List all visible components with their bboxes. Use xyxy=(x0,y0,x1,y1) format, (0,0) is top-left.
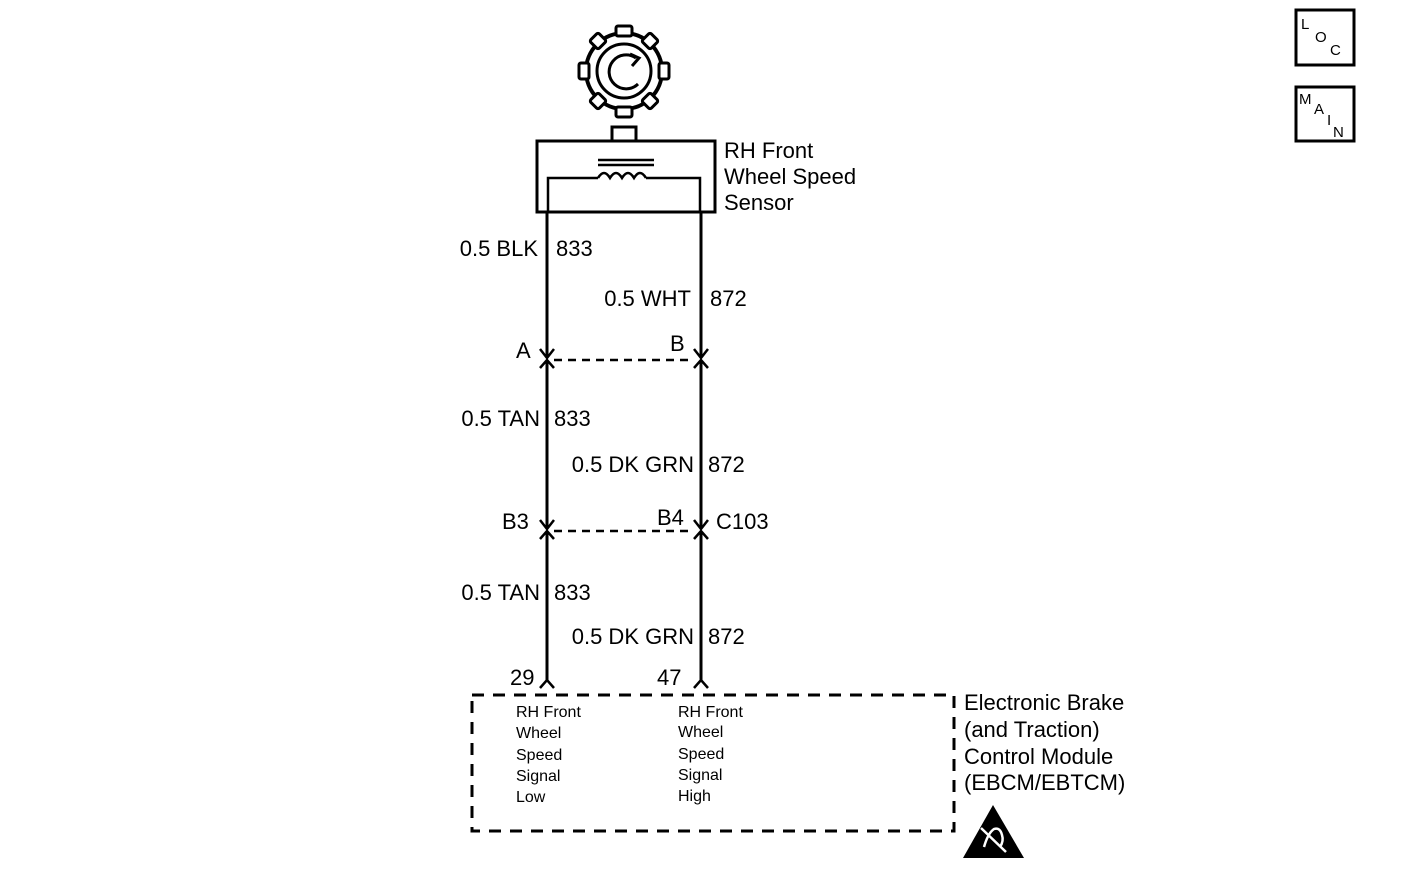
module-pin-terminals xyxy=(539,678,709,689)
ebcm-module-box xyxy=(470,693,956,833)
coil-icon xyxy=(546,158,702,212)
wire-circuit-872-b: 872 xyxy=(708,452,745,477)
loc-letter-c: C xyxy=(1330,42,1341,59)
wheel-speed-sensor xyxy=(535,125,717,214)
pin-47-desc-line5: High xyxy=(678,788,711,805)
wire-circuit-833-b: 833 xyxy=(554,406,591,431)
pin-29-desc-line4: Signal xyxy=(516,768,560,785)
module-label-line4: (EBCM/EBTCM) xyxy=(964,770,1125,795)
pin-29-desc-line1: RH Front xyxy=(516,704,581,721)
wire-circuit-872-c: 872 xyxy=(708,624,745,649)
module-pin-47-desc: RH Front Wheel Speed Signal High xyxy=(678,704,743,805)
connector-ab xyxy=(539,348,709,369)
module-pin-29-desc: RH Front Wheel Speed Signal Low xyxy=(516,704,581,806)
main-letter-i: I xyxy=(1327,112,1331,129)
connector-c103 xyxy=(539,519,709,540)
tone-wheel-icon xyxy=(577,24,671,119)
loc-button[interactable]: L O C xyxy=(1294,8,1356,67)
loc-letter-o: O xyxy=(1315,29,1327,46)
wire-label-tan-2: 0.5 TAN xyxy=(461,580,540,605)
module-pin-47: 47 xyxy=(657,665,681,690)
main-letter-m: M xyxy=(1299,91,1312,108)
wire-label-wht: 0.5 WHT xyxy=(604,286,691,311)
wire-label-blk: 0.5 BLK xyxy=(460,236,539,261)
sensor-label-line1: RH Front xyxy=(724,138,813,163)
module-label-line2: (and Traction) xyxy=(964,717,1100,742)
pin-47-desc-line3: Speed xyxy=(678,746,724,763)
wire-label-dkgrn-1: 0.5 DK GRN xyxy=(572,452,694,477)
connector-name-c103: C103 xyxy=(716,509,769,534)
module-label-line3: Control Module xyxy=(964,744,1113,769)
wire-circuit-833-c: 833 xyxy=(554,580,591,605)
wire-circuit-872-a: 872 xyxy=(710,286,747,311)
wire-circuit-833-a: 833 xyxy=(556,236,593,261)
module-pin-29: 29 xyxy=(510,665,534,690)
wire-label-tan-1: 0.5 TAN xyxy=(461,406,540,431)
pin-29-desc-line2: Wheel xyxy=(516,725,561,742)
main-button[interactable]: M A I N xyxy=(1294,85,1356,143)
connector-pin-b: B xyxy=(670,331,685,356)
pin-47-desc-line2: Wheel xyxy=(678,724,723,741)
pin-29-desc-line3: Speed xyxy=(516,747,562,764)
pin-29-desc-line5: Low xyxy=(516,789,546,806)
wire-label-dkgrn-2: 0.5 DK GRN xyxy=(572,624,694,649)
connector-pin-b4: B4 xyxy=(657,505,684,530)
connector-pin-b3: B3 xyxy=(502,509,529,534)
pin-47-desc-line4: Signal xyxy=(678,767,722,784)
module-label-line1: Electronic Brake xyxy=(964,690,1124,715)
loc-letter-l: L xyxy=(1301,16,1309,33)
main-letter-n: N xyxy=(1333,124,1344,141)
sensor-label-line3: Sensor xyxy=(724,190,794,215)
pin-47-desc-line1: RH Front xyxy=(678,704,743,721)
sensor-label-line2: Wheel Speed xyxy=(724,164,856,189)
connector-pin-a: A xyxy=(516,338,531,363)
main-letter-a: A xyxy=(1314,101,1324,118)
esd-warning-icon xyxy=(963,805,1024,858)
